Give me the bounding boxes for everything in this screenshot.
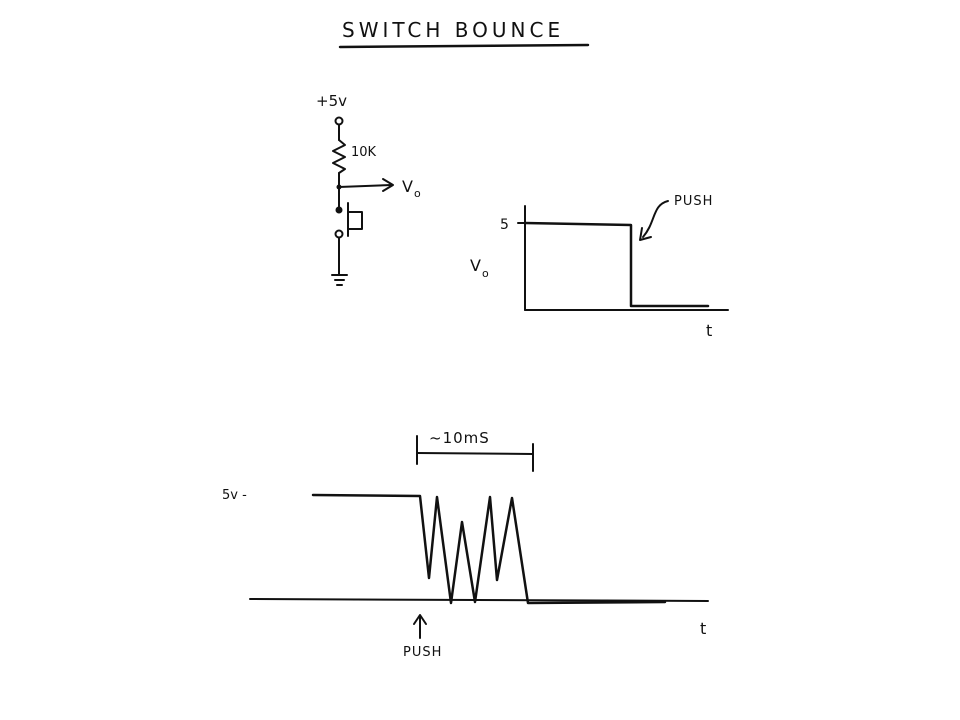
ideal-output-waveform: [523, 221, 710, 308]
resistor-label: 10K: [351, 145, 377, 160]
ideal-push-arrow-head: [639, 227, 652, 241]
bounce-x-axis-label: t: [700, 619, 706, 638]
switch-contact-bottom: [334, 229, 344, 239]
output-label: V: [402, 177, 413, 196]
ideal-y-tick-label: 5: [500, 217, 509, 233]
bounce-waveform: [311, 493, 667, 605]
output-label-subscript: o: [414, 187, 421, 200]
diagram-title: SWITCH BOUNCE: [342, 18, 564, 42]
bounce-plot: ~10mS 5v - PUSH t: [222, 429, 709, 660]
bounce-push-arrow-head: [413, 614, 427, 625]
circuit-schematic: +5v 10K V o: [316, 92, 421, 286]
ideal-x-axis-label: t: [706, 321, 712, 340]
switch-contact-top: [335, 206, 343, 214]
ideal-push-label: PUSH: [674, 194, 713, 209]
ground-symbol: [331, 274, 348, 286]
title-underline: [338, 43, 590, 49]
bounce-interval-label: ~10mS: [429, 429, 490, 447]
resistor-symbol: [332, 139, 346, 174]
ideal-push-arrow: [642, 200, 669, 238]
output-arrow-head: [382, 178, 394, 192]
supply-label: +5v: [316, 92, 347, 110]
pushbutton-cap: [347, 211, 363, 230]
ideal-y-axis-label-subscript: o: [482, 267, 489, 280]
ideal-output-plot: 5 V o PUSH t: [470, 194, 729, 340]
ideal-y-axis-label: V: [470, 256, 481, 275]
output-wire: [338, 184, 393, 188]
interval-bracket-line: [416, 452, 534, 455]
bounce-baseline: [249, 598, 709, 602]
bounce-push-label: PUSH: [403, 645, 442, 660]
bounce-y-axis-label: 5v -: [222, 488, 247, 503]
supply-terminal: [334, 116, 344, 126]
title-group: SWITCH BOUNCE: [338, 18, 590, 49]
